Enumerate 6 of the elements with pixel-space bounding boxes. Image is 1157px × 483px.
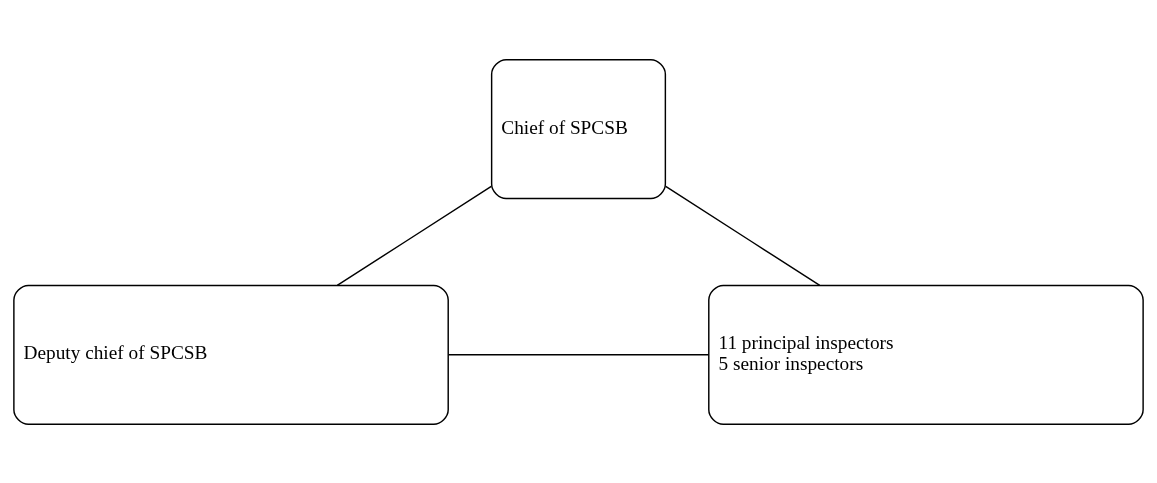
node-box: Deputy chief of SPCSB <box>13 284 449 425</box>
connector <box>665 185 821 286</box>
node-box: 11 principal inspectors 5 senior inspectors <box>708 284 1144 425</box>
node-box: Chief of SPCSB <box>490 58 667 199</box>
connector <box>336 185 492 286</box>
connector <box>447 353 710 356</box>
